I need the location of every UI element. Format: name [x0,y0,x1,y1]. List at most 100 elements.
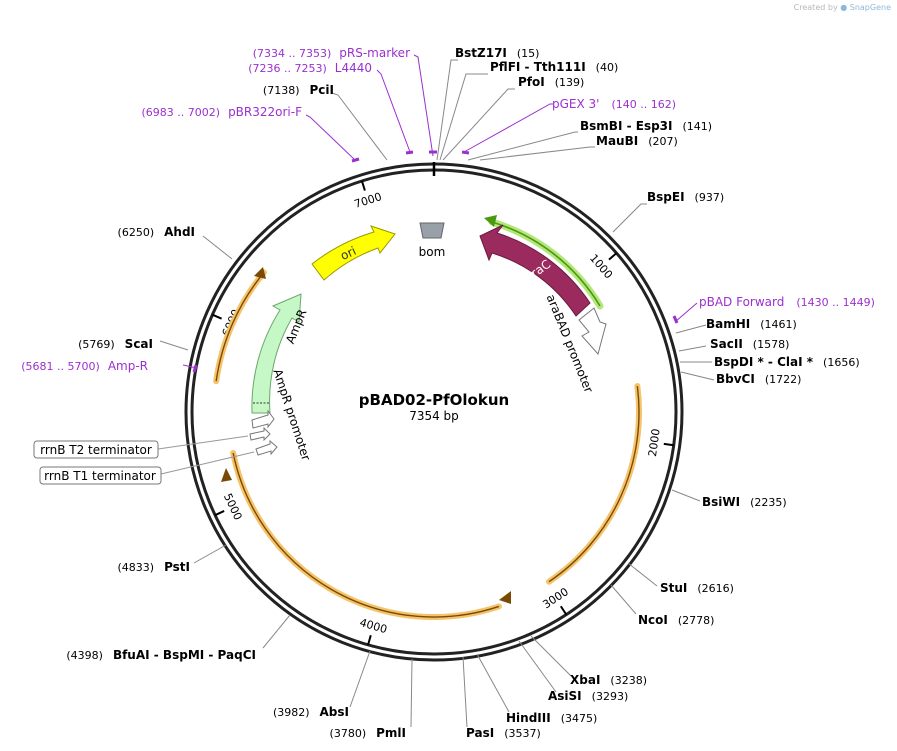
site-pos: (141) [682,120,712,133]
tick-label-7000: 7000 [353,190,384,211]
tick-label-2000: 2000 [646,428,663,458]
tick-label-3000: 3000 [540,585,571,611]
leader-prs-marker [413,54,434,157]
arac-green-arc [491,221,601,307]
site-label-6[interactable]: BamHI(1461) [706,317,797,331]
site-label-9[interactable]: BbvCI(1722) [716,372,801,386]
site-label-13[interactable]: XbaI(3238) [570,673,647,687]
site-label-8[interactable]: BspDI * - ClaI *(1656) [714,355,860,369]
primer-name: pBAD Forward [699,295,784,309]
primer-label-5[interactable]: (5681 .. 5700)Amp-R [21,359,148,373]
site-pos: (3982) [273,706,310,719]
primer-label-0[interactable]: (7334 .. 7353) pRS-marker [253,46,410,60]
primer-label-1[interactable]: (7236 .. 7253)L4440 [248,61,372,75]
site-name: AsiSI [548,689,582,703]
leader-bamhi [675,324,707,334]
tick-label-4000: 4000 [358,616,388,636]
orf-left-arrowhead [254,267,266,279]
site-name: PasI [466,726,494,740]
ampr-promoter-label: AmpR promoter [270,367,313,462]
primer-name: pRS-marker [339,46,410,60]
watermark-prefix: Created by [793,3,838,12]
leader-psti [193,544,227,564]
tick-1000 [608,252,618,261]
mark-pbr [351,157,360,163]
site-label-5[interactable]: BspEI(937) [647,190,724,204]
site-label-18[interactable]: (3982)AbsI [273,705,349,719]
site-pos: (1578) [753,338,790,351]
site-pos: (139) [555,76,585,89]
site-leaders [159,59,715,728]
primer-label-2[interactable]: (6983 .. 7002) pBR322ori-F [142,105,303,119]
rrnb-t2-leader [157,435,249,450]
rrnb-t2-feature[interactable] [249,426,271,442]
site-label-15[interactable]: HindIII(3475) [506,711,597,725]
primer-pos: (7236 .. 7253) [248,62,327,75]
orf-arc-bottom[interactable] [232,452,500,618]
site-label-1[interactable]: PflFI - Tth111I(40) [490,60,618,74]
site-label-4[interactable]: MauBI(207) [596,134,678,148]
primer-pos: (6983 .. 7002) [142,106,221,119]
site-label-11[interactable]: StuI(2616) [660,581,734,595]
site-label-14[interactable]: AsiSI (3293) [548,689,628,703]
site-label-20[interactable]: (4833)PstI [117,560,190,574]
primer-pos: (140 .. 162) [611,98,676,111]
site-label-3[interactable]: BsmBI - Esp3I(141) [580,119,712,133]
primer-marks [192,150,679,373]
site-label-2[interactable]: PfoI(139) [518,75,584,89]
site-pos: (3293) [592,690,629,703]
site-name: BstZ17I [455,46,507,60]
rrnb-t1-feature[interactable] [255,439,278,456]
site-name: SacII [710,337,743,351]
site-pos: (1461) [760,318,797,331]
primer-name: pBR322ori-F [228,105,302,119]
leader-xbai [530,635,572,677]
site-label-17[interactable]: (3780)PmlI [330,726,406,740]
ampr-feature[interactable] [251,293,302,414]
site-pos: (4398) [66,649,103,662]
ampr-promoter-feature[interactable] [251,409,275,429]
bom-feature[interactable] [419,222,445,239]
snapgene-watermark: Created by ● SnapGene [794,3,891,12]
site-label-7[interactable]: SacII (1578) [710,337,789,351]
leader-stui [627,562,658,587]
leader-scai [159,340,189,351]
site-pos: (2778) [678,614,715,627]
arac-feature[interactable] [479,224,591,317]
orf-arc-right[interactable] [548,385,640,583]
primer-leaders [182,54,698,369]
site-label-12[interactable]: NcoI(2778) [638,613,714,627]
orf-right-arrowhead [499,591,511,604]
leader-maubi [479,146,595,161]
site-label-19[interactable]: (4398)BfuAI - BspMI - PaqCI [66,648,256,662]
site-pos: (6250) [118,226,155,239]
ori-feature[interactable] [311,225,396,281]
primer-label-3[interactable]: pGEX 3'(140 .. 162) [552,97,676,111]
site-name: HindIII [506,711,551,725]
leader-pmli [410,658,413,728]
primer-label-4[interactable]: pBAD Forward(1430 .. 1449) [699,295,875,309]
mark-pbad [672,315,679,324]
rrnb-t2-label: rrnB T2 terminator [40,443,152,457]
rrnb-t1-box[interactable] [39,466,162,485]
site-label-0[interactable]: BstZ17I(15) [455,46,539,60]
site-label-22[interactable]: (6250)AhdI [118,225,195,239]
orf-arc-left[interactable] [215,271,265,382]
primer-pos: (7334 .. 7353) [253,47,332,60]
site-label-23[interactable]: (7138)PciI [263,83,334,97]
leader-pfoi [442,88,515,161]
site-name: MauBI [596,134,638,148]
site-name: StuI [660,581,687,595]
rrnb-t2-box[interactable] [33,440,159,459]
leader-bbvci [680,371,715,381]
tick-6000 [212,313,222,320]
site-label-21[interactable]: (5769)ScaI [78,337,153,351]
site-name: BspEI [647,190,685,204]
leader-bsmbi [467,131,578,161]
leader-pbad [674,302,698,323]
site-label-16[interactable]: PasI(3537) [466,726,541,740]
site-label-10[interactable]: BsiWI(2235) [702,495,787,509]
mark-ampr [192,364,198,373]
arabad-promoter-feature[interactable] [578,307,607,356]
